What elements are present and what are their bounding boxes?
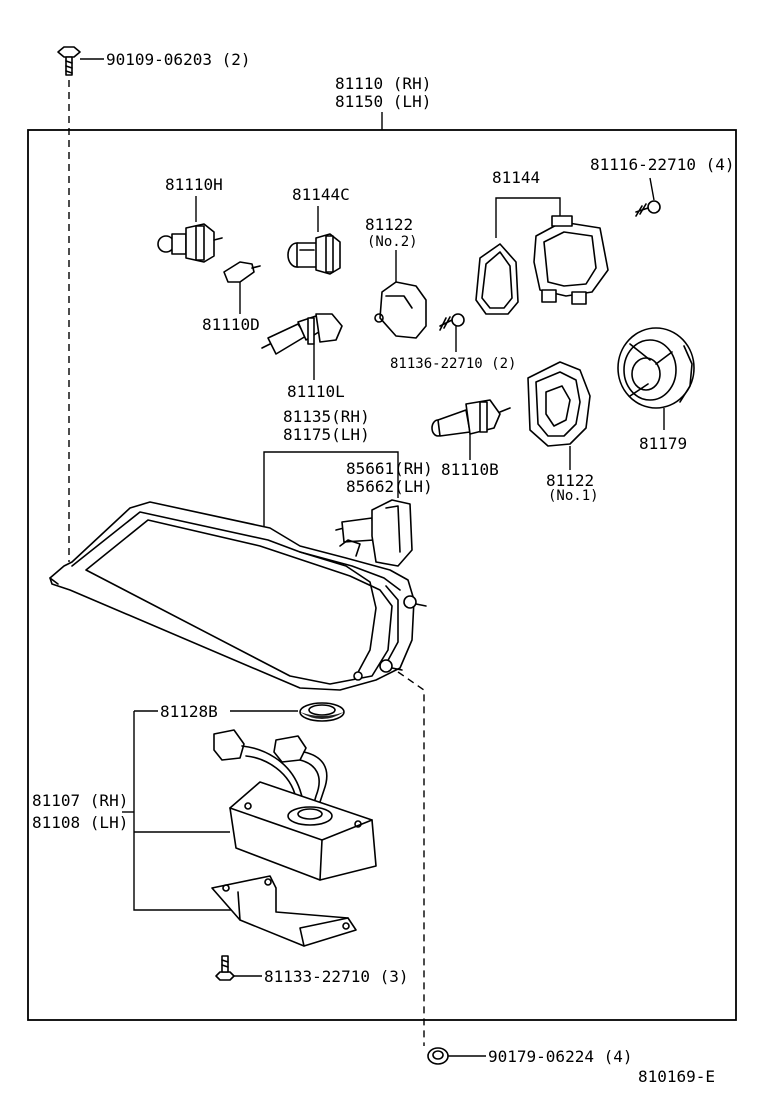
screw-81136-icon [439,313,465,331]
label-bulb-81110h: 81110H [165,175,223,194]
label-cap-81122-no1-sub: (No.1) [548,488,599,504]
label-lens-rh: 81135(RH) [283,407,370,426]
bulb-81110l-icon [261,313,343,355]
ballast-unit-icon [213,729,377,881]
bulb-81110h-icon [157,223,223,263]
label-bulb-81110d: 81110D [202,315,260,334]
bulb-81110d-icon [223,261,261,283]
bolt-90109-icon [57,46,81,76]
label-screw-81116: 81116-22710 (4) [590,155,735,174]
cap-81122-no2-icon [374,281,427,339]
headlamp-housing-icon [49,501,427,691]
gasket-ring-icon [475,243,519,315]
label-ballast-lh: 81108 (LH) [32,813,128,832]
ballast-bracket-icon [211,875,357,947]
cap-81122-no1-icon [527,361,591,447]
label-socket-rh: 85661(RH) [346,459,433,478]
label-bulb-81144c: 81144C [292,185,350,204]
label-gasket-81128b: 81128B [160,702,218,721]
label-bulb-81110l: 81110L [287,382,345,401]
label-assy-rh: 81110 (RH) [335,74,431,93]
label-socket-lh: 85662(LH) [346,477,433,496]
bulb-81110b-icon [431,399,511,437]
label-cap-81122-no2: 81122 [365,215,413,234]
diagram-id: 810169-E [638,1067,715,1086]
screw-81133-icon [215,955,235,981]
label-screw-81136: 81136-22710 (2) [390,356,516,372]
label-bolt-90109: 90109-06203 (2) [106,50,251,69]
label-bracket-81144: 81144 [492,168,540,187]
bracket-81144-icon [533,215,609,305]
screw-81116-icon [635,200,661,217]
gasket-81128b-icon [299,702,345,722]
socket-85661-icon [335,499,413,567]
label-lens-lh: 81175(LH) [283,425,370,444]
label-nut-90179: 90179-06224 (4) [488,1047,633,1066]
label-cap-81122-no2-sub: (No.2) [367,234,418,250]
label-cap-81122-no1: 81122 [546,471,594,490]
cover-81179-icon [617,327,695,409]
nut-90179-icon [427,1047,449,1065]
label-bulb-81110b: 81110B [441,460,499,479]
bulb-81144c-icon [287,233,341,275]
label-screw-81133: 81133-22710 (3) [264,967,409,986]
label-cover-81179: 81179 [639,434,687,453]
label-ballast-rh: 81107 (RH) [32,791,128,810]
label-assy-lh: 81150 (LH) [335,92,431,111]
